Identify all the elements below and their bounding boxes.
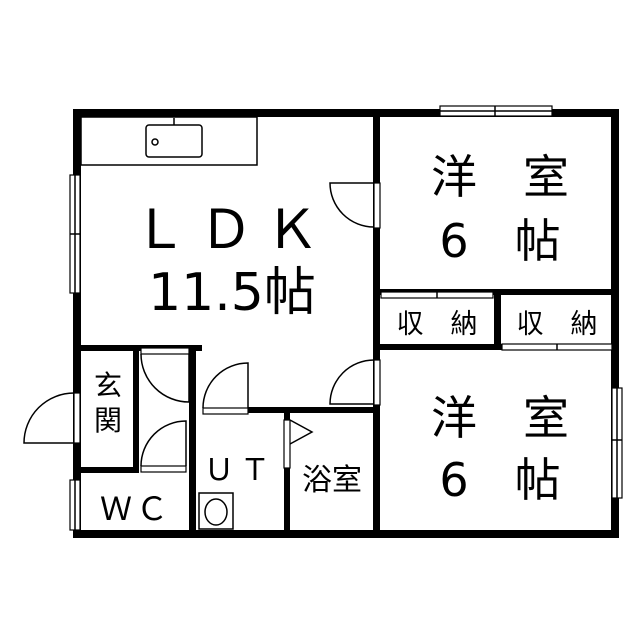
kitchen-counter — [80, 116, 258, 166]
doors — [23, 182, 381, 473]
exterior-walls — [73, 109, 619, 538]
bath-label: 浴室 — [302, 463, 362, 498]
washbasin — [198, 492, 234, 530]
wc-label: ＷＣ — [100, 490, 172, 528]
storage-right-label: 収 納 — [517, 309, 598, 340]
room-labels: ＬＤＫ 11.5帖 洋 室 6 帖 洋 室 6 帖 収 納 収 納 玄 関 ＵＴ… — [94, 150, 598, 528]
ldk-size-label: 11.5帖 — [148, 263, 316, 323]
entrance-label-2: 関 — [94, 404, 122, 437]
western-room-top-label: 洋 室 — [431, 150, 569, 204]
interior-walls — [77, 113, 616, 535]
windows — [69, 105, 623, 531]
western-room-bottom-size: 6 帖 — [439, 453, 560, 507]
storage-left-label: 収 納 — [397, 309, 478, 340]
utility-label: ＵＴ — [204, 453, 276, 488]
western-room-bottom-label: 洋 室 — [431, 391, 569, 445]
closet-sliding-doors — [380, 291, 613, 351]
ldk-label: ＬＤＫ — [133, 198, 331, 261]
entrance-label-1: 玄 — [94, 369, 122, 402]
western-room-top-size: 6 帖 — [439, 214, 560, 268]
